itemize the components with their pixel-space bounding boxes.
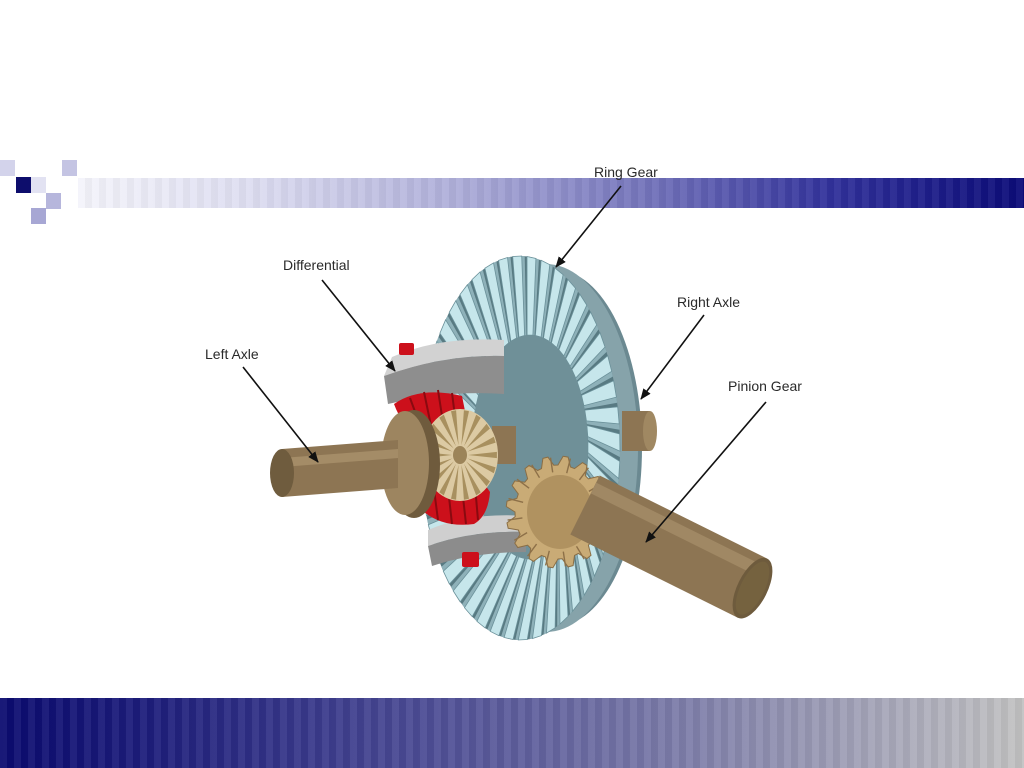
arrow-right-axle (641, 315, 704, 399)
arrow-pinion-gear (646, 402, 766, 542)
label-pinion-gear: Pinion Gear (728, 378, 802, 394)
carrier-bottom-red-pin (462, 552, 479, 567)
right-axle (622, 411, 657, 451)
label-left-axle: Left Axle (205, 346, 259, 362)
side-gear-hub (453, 446, 467, 464)
left-axle-end (270, 449, 294, 497)
carrier-top-red-pin (399, 343, 414, 355)
arrow-left-axle (243, 367, 318, 462)
label-differential: Differential (283, 257, 350, 273)
right-axle-end (643, 411, 657, 451)
left-axle (270, 410, 440, 518)
label-right-axle: Right Axle (677, 294, 740, 310)
label-ring-gear: Ring Gear (594, 164, 658, 180)
pinion-shaft (570, 475, 780, 624)
arrow-differential (322, 280, 395, 371)
left-axle-body (282, 440, 398, 497)
ring-gear-tooth (585, 407, 619, 424)
arrow-ring-gear (556, 186, 621, 267)
